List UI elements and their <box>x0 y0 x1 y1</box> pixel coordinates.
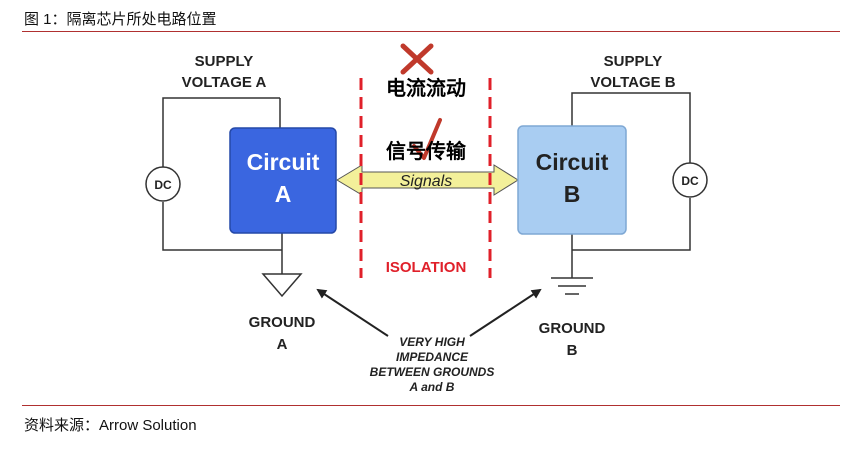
cross-icon <box>400 43 434 75</box>
isolation-label: ISOLATION <box>386 259 467 276</box>
svg-text:DC: DC <box>681 174 699 188</box>
check-icon <box>412 118 442 160</box>
circuit-a-block: Circuit A <box>229 127 337 234</box>
figure-caption: 图 1：隔离芯片所处电路位置 <box>24 11 217 28</box>
signal-transfer-label: 信号传输 <box>386 139 467 163</box>
ground-b-label-1: GROUND <box>539 320 606 337</box>
supply-wire-a-loop <box>162 97 280 167</box>
svg-text:B: B <box>564 181 581 207</box>
dc-source-a: DC <box>145 166 181 202</box>
svg-text:A and B: A and B <box>409 380 455 394</box>
current-flow-label: 电流流动 <box>386 76 466 100</box>
ground-wire-a-loop <box>162 202 282 251</box>
impedance-arrow-b <box>469 288 542 337</box>
impedance-note: VERY HIGH IMPEDANCE BETWEEN GROUNDS A an… <box>370 335 495 394</box>
ground-b-symbol <box>551 277 593 295</box>
svg-text:IMPEDANCE: IMPEDANCE <box>396 350 469 364</box>
supply-a-label-1: SUPPLY <box>195 53 254 70</box>
ground-wire-b-loop <box>572 198 691 251</box>
svg-text:A: A <box>275 181 292 207</box>
svg-text:VERY HIGH: VERY HIGH <box>399 335 465 349</box>
ground-a-label-2: A <box>277 336 288 353</box>
top-rule <box>22 31 840 32</box>
svg-text:Circuit: Circuit <box>247 149 320 175</box>
svg-text:BETWEEN GROUNDS: BETWEEN GROUNDS <box>370 365 495 379</box>
ground-b-label-2: B <box>567 342 578 359</box>
supply-wire-b-loop <box>571 92 691 163</box>
svg-text:DC: DC <box>154 178 172 192</box>
bottom-rule <box>22 405 840 406</box>
signals-label: Signals <box>400 173 452 190</box>
ground-a-symbol <box>261 273 303 298</box>
impedance-arrow-a <box>316 288 389 337</box>
supply-b-label-2: VOLTAGE B <box>590 74 675 91</box>
supply-b-label-1: SUPPLY <box>604 53 663 70</box>
dc-source-b: DC <box>672 162 708 198</box>
circuit-b-block: Circuit B <box>517 125 627 235</box>
source-note: 资料来源：Arrow Solution <box>24 417 197 434</box>
supply-a-label-2: VOLTAGE A <box>182 74 267 91</box>
svg-text:Circuit: Circuit <box>536 149 609 175</box>
ground-a-label-1: GROUND <box>249 314 316 331</box>
